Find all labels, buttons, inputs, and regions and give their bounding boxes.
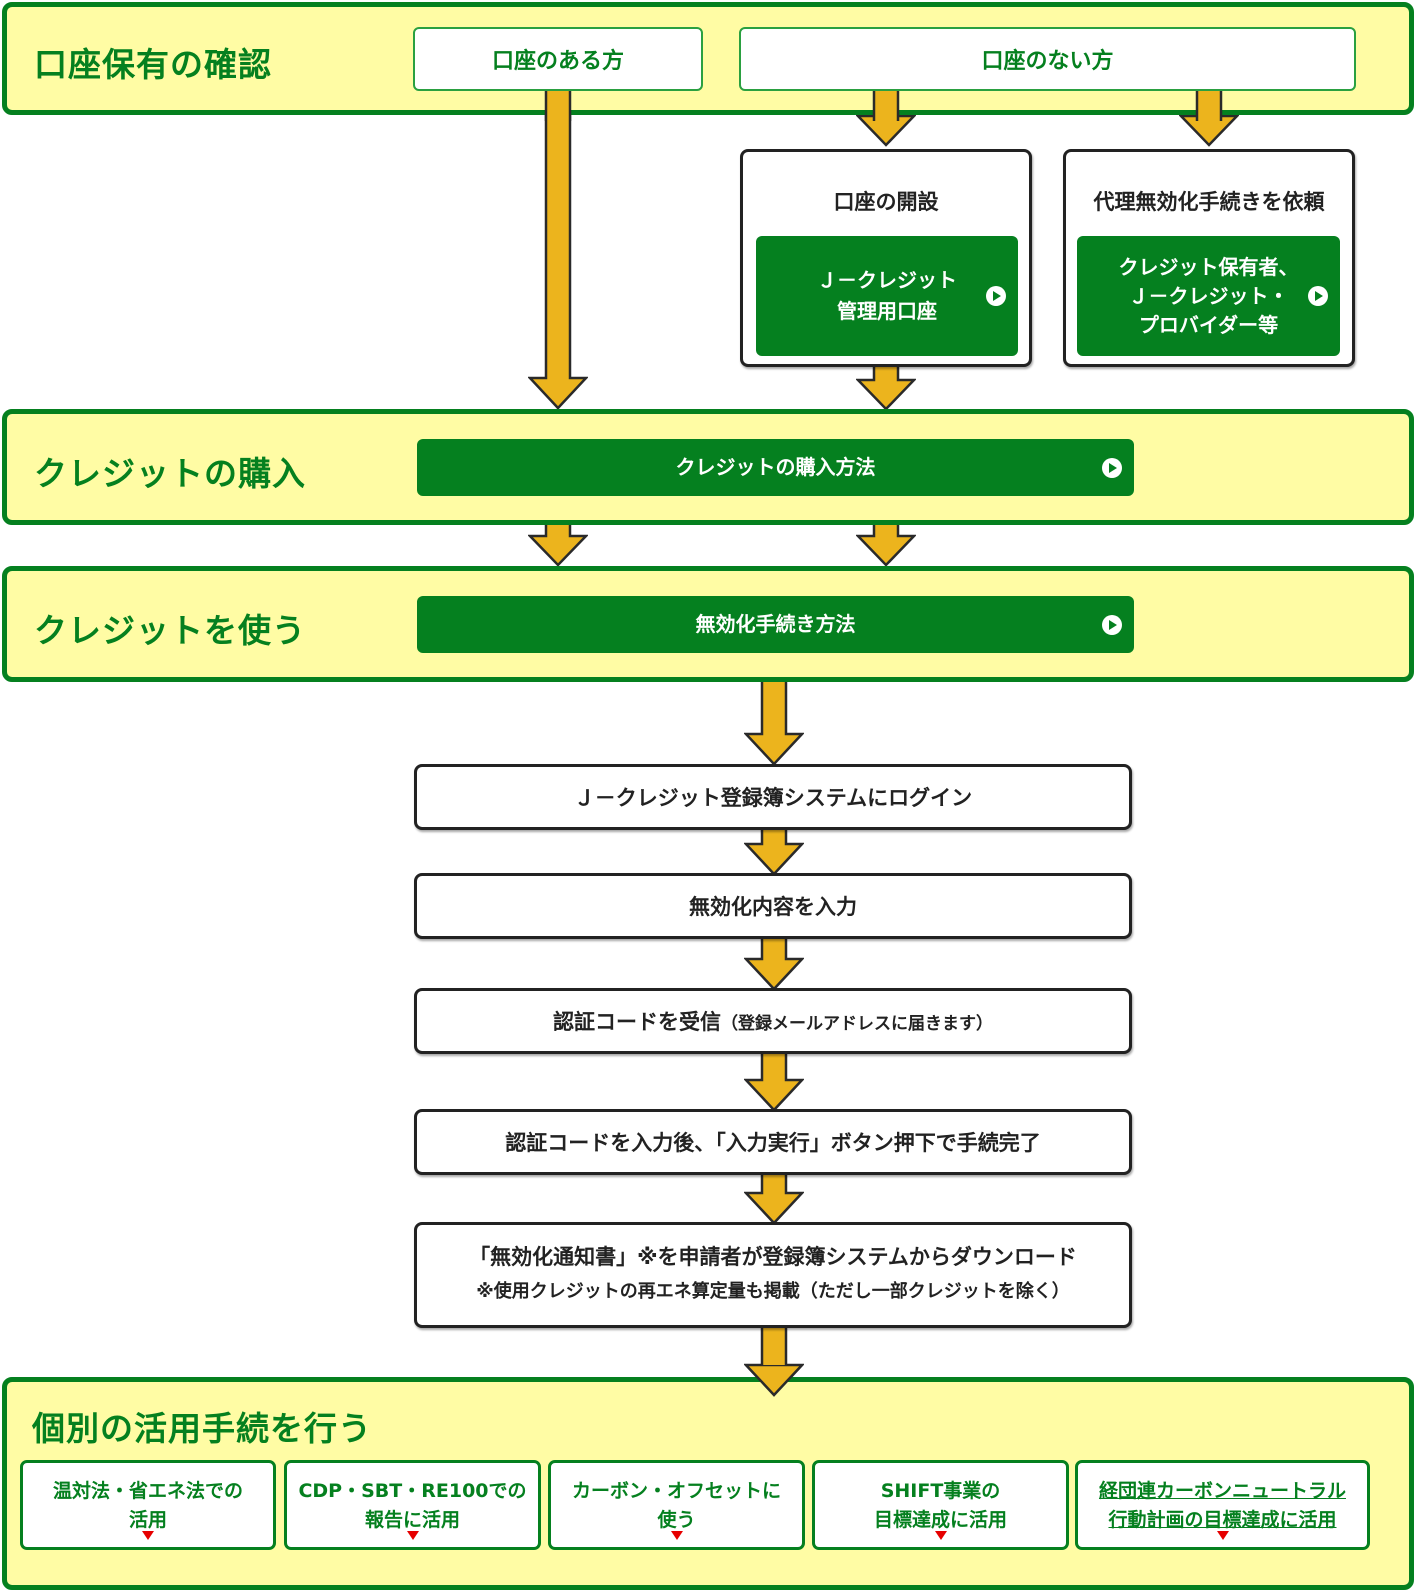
proxy-provider-button[interactable]: クレジット保有者、 Ｊ－クレジット・ プロバイダー等 [1077,236,1340,356]
play-arrow-icon [1102,457,1122,478]
arrow-into-individual-tip [744,1365,804,1397]
proxy-button-line1: クレジット保有者、 [1118,254,1299,279]
arrow-use-to-login [744,678,804,766]
arrow-open-to-purchase [856,364,916,412]
arrow-has-account-shaft [528,91,588,121]
step-download-note: ※使用クレジットの再エネ算定量も掲載（ただし一部クレジットを除く） [476,1281,1070,1302]
open-account-button[interactable]: Ｊ－クレジット 管理用口座 [756,236,1018,356]
triangle-down-icon [1216,1531,1229,1540]
step-complete: 認証コードを入力後、「入力実行」ボタン押下で手続完了 [414,1109,1132,1175]
arrow-no-account-left-shaft [856,91,916,121]
arrow-no-account-right-shaft [1179,91,1239,121]
no-account-label: 口座のない方 [981,49,1114,74]
keidanren-link-line2[interactable]: 行動計画の目標達成に活用 [1108,1508,1337,1531]
proxy-button-line3: プロバイダー等 [1138,312,1279,337]
proxy-request-title: 代理無効化手続きを依頼 [1093,190,1325,214]
tile-ontaiho[interactable]: 温対法・省エネ法での 活用 [20,1460,276,1550]
arrow-step1-2 [744,828,804,876]
purchase-title: クレジットの購入 [34,454,306,493]
open-account-button-line2: 管理用口座 [837,299,937,323]
proxy-button-line2: Ｊ－クレジット・ [1128,283,1289,308]
tile-cdp-sbt-re100[interactable]: CDP・SBT・RE100での 報告に活用 [284,1460,541,1550]
step-download-text: 「無効化通知書」※を申請者が登録簿システムからダウンロード [469,1245,1077,1269]
invalidation-method-button[interactable]: 無効化手続き方法 [417,596,1134,653]
purchase-method-button[interactable]: クレジットの購入方法 [417,439,1134,496]
account-check-title: 口座保有の確認 [34,45,272,84]
step-login: Ｊ－クレジット登録簿システムにログイン [414,764,1132,830]
triangle-down-icon [934,1531,947,1540]
step-complete-text: 認証コードを入力後、「入力実行」ボタン押下で手続完了 [505,1131,1041,1155]
step-enter-content-text: 無効化内容を入力 [689,895,857,919]
tile-carbon-offset[interactable]: カーボン・オフセットに 使う [548,1460,805,1550]
purchase-method-label: クレジットの購入方法 [675,455,876,479]
play-arrow-icon [1102,614,1122,635]
arrow-step2-3 [744,937,804,991]
no-account-option[interactable]: 口座のない方 [739,27,1356,91]
step-login-text: Ｊ－クレジット登録簿システムにログイン [573,786,973,810]
tile-shift[interactable]: SHIFT事業の 目標達成に活用 [812,1460,1069,1550]
arrow-purchase-left [528,520,588,568]
arrow-step4-5 [744,1173,804,1225]
triangle-down-icon [670,1531,683,1540]
play-arrow-icon [986,286,1006,306]
step-receive-code-text: 認証コードを受信（登録メールアドレスに届きます） [553,1010,993,1034]
open-account-title: 口座の開設 [833,190,939,214]
invalidation-method-label: 無効化手続き方法 [695,612,856,636]
triangle-down-icon [406,1531,419,1540]
play-arrow-icon [1308,286,1328,306]
individual-title: 個別の活用手続を行う [32,1409,372,1448]
open-account-button-line1: Ｊ－クレジット [817,268,957,292]
tile-keidanren[interactable]: 経団連カーボンニュートラル 行動計画の目標達成に活用 [1075,1460,1370,1550]
step-enter-content: 無効化内容を入力 [414,873,1132,939]
arrow-purchase-right [856,520,916,568]
step-receive-code: 認証コードを受信（登録メールアドレスに届きます） [414,988,1132,1054]
has-account-option[interactable]: 口座のある方 [413,27,703,91]
use-title: クレジットを使う [34,611,306,650]
has-account-label: 口座のある方 [491,49,624,74]
triangle-down-icon [142,1531,154,1540]
arrow-step3-4 [744,1052,804,1112]
step-download-notice: 「無効化通知書」※を申請者が登録簿システムからダウンロード ※使用クレジットの再… [414,1222,1132,1328]
arrow-has-account-long [528,88,588,410]
keidanren-link-line1[interactable]: 経団連カーボンニュートラル [1098,1480,1346,1502]
step-receive-code-note: （登録メールアドレスに届きます） [721,1014,993,1034]
